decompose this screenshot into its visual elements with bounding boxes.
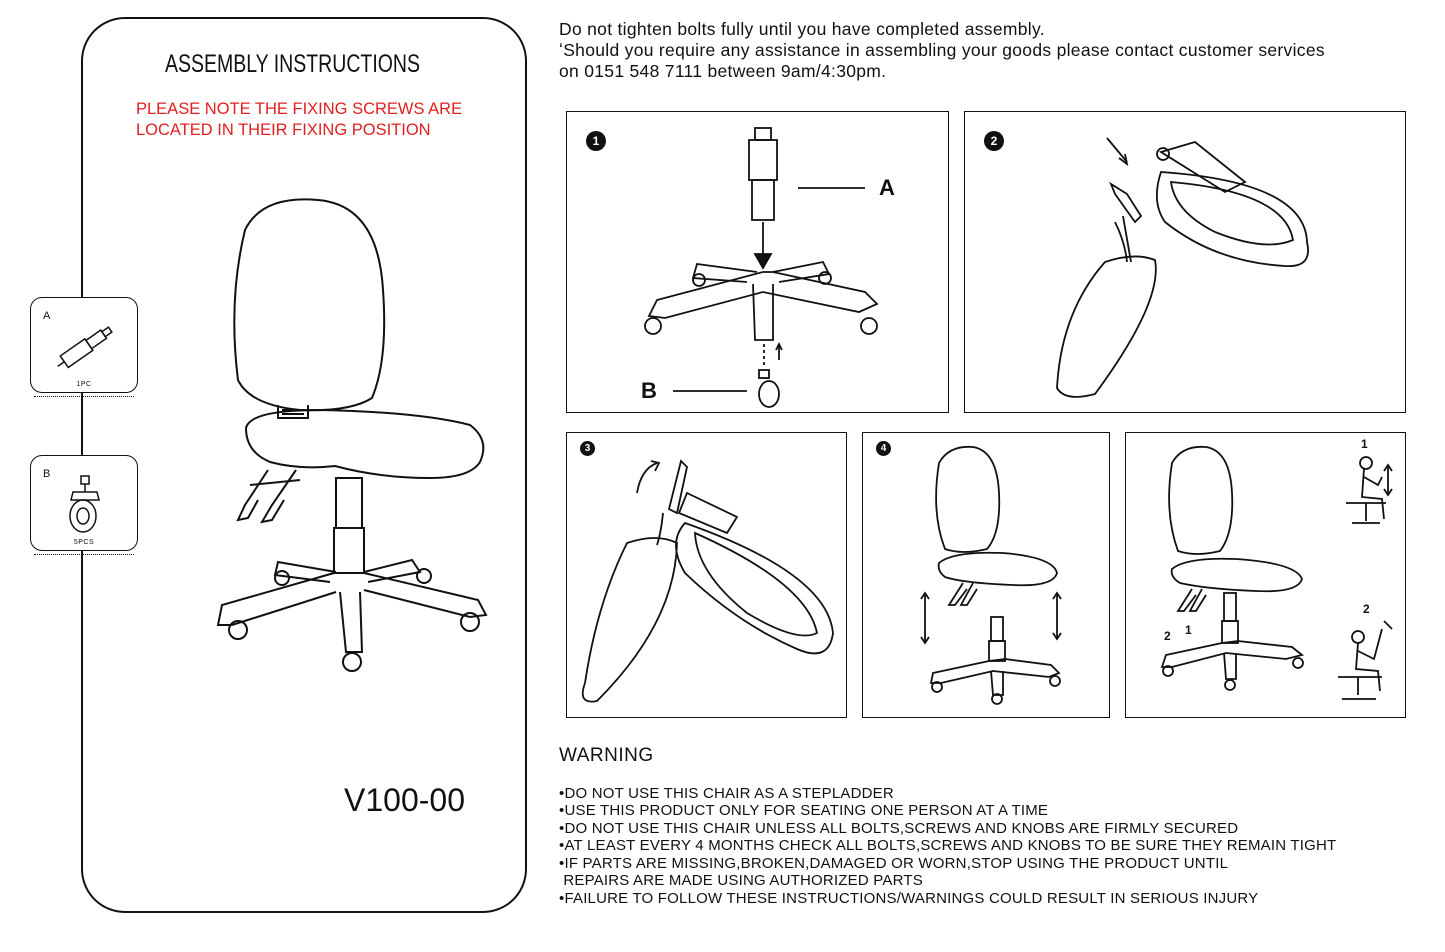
step-3-number: 3 [580, 441, 595, 456]
header-line-3: on 0151 548 7111 between 9am/4:30pm. [559, 61, 887, 81]
step-2-drawing [1056, 137, 1309, 398]
tab-shadow [34, 554, 134, 555]
warning-line: •IF PARTS ARE MISSING,BROKEN,DAMAGED OR … [559, 855, 1229, 872]
part-a-tab: A 1PC [30, 297, 138, 397]
warning-line: •DO NOT USE THIS CHAIR UNLESS ALL BOLTS,… [559, 820, 1239, 837]
warning-line: •DO NOT USE THIS CHAIR AS A STEPLADDER [559, 785, 894, 802]
part-b-qty: 5PCS [73, 539, 95, 546]
posture-label-1: 1 [1361, 437, 1368, 451]
step-5-drawing [1160, 445, 1393, 700]
lever-label-2: 2 [1164, 629, 1171, 643]
part-b-label: B [43, 468, 51, 480]
step-5-panel: 1 2 2 1 [1125, 432, 1406, 718]
lever-label-1: 1 [1185, 623, 1192, 637]
card-title: ASSEMBLY INSTRUCTIONS [165, 50, 420, 78]
callout-a: A [879, 175, 895, 200]
model-number: V100-00 [344, 782, 465, 818]
part-b-tab: B 5PCS [30, 455, 138, 555]
step-4-number: 4 [876, 441, 891, 456]
step-2-number: 2 [984, 131, 1004, 151]
step-4-panel: 4 [862, 432, 1110, 718]
step-1-panel: 1 A B [566, 111, 949, 413]
warning-title: WARNING [559, 745, 654, 766]
castor-wheel-icon [69, 475, 100, 533]
warning-line: REPAIRS ARE MADE USING AUTHORIZED PARTS [559, 872, 923, 889]
posture-label-2: 2 [1363, 602, 1370, 616]
callout-b: B [641, 378, 657, 403]
step-4-drawing [920, 445, 1062, 705]
assembly-card [81, 17, 527, 913]
step-1-number: 1 [586, 131, 606, 151]
step-3-panel: 3 [566, 432, 847, 718]
fixing-note-line2: LOCATED IN THEIR FIXING POSITION [136, 121, 431, 139]
step-3-drawing [581, 459, 834, 703]
warning-line: •USE THIS PRODUCT ONLY FOR SEATING ONE P… [559, 802, 1049, 819]
gas-lift-icon [57, 326, 113, 369]
warning-line: •FAILURE TO FOLLOW THESE INSTRUCTIONS/WA… [559, 890, 1259, 907]
part-a-qty: 1PC [76, 381, 92, 388]
step-1-drawing [644, 127, 879, 408]
tab-shadow [34, 396, 134, 397]
fixing-note-line1: PLEASE NOTE THE FIXING SCREWS ARE [136, 100, 463, 118]
header-line-1: Do not tighten bolts fully until you hav… [559, 19, 1045, 39]
header-line-2: ʻShould you require any assistance in as… [559, 40, 1325, 60]
part-a-label: A [43, 310, 51, 322]
warning-line: •AT LEAST EVERY 4 MONTHS CHECK ALL BOLTS… [559, 837, 1337, 854]
step-2-panel: 2 [964, 111, 1406, 413]
